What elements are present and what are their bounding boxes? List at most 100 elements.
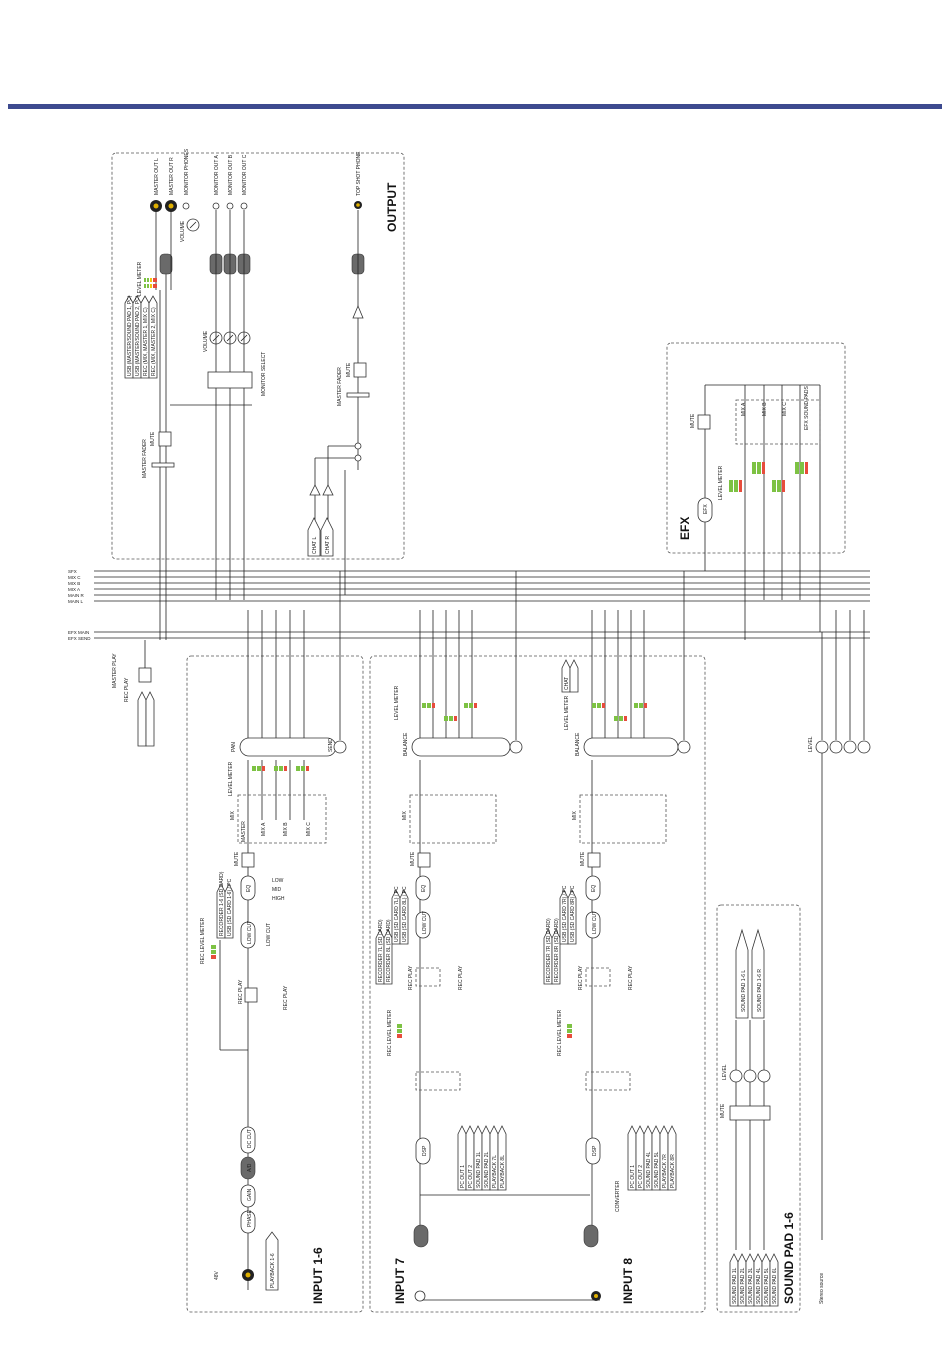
efx-send-block	[735, 399, 821, 445]
svg-text:HIGH: HIGH	[272, 896, 285, 902]
svg-text:REC (MIX, MASTER 1, MIX C): REC (MIX, MASTER 1, MIX C)	[143, 307, 149, 376]
phone-fader	[346, 392, 370, 398]
efx-wiring	[704, 384, 821, 640]
input16-mute	[241, 852, 255, 868]
svg-text:SEND: SEND	[328, 738, 334, 752]
svg-text:PLAYBACK 7L: PLAYBACK 7L	[492, 1155, 498, 1188]
sum-icon	[354, 454, 362, 462]
svg-text:LEVEL METER: LEVEL METER	[718, 465, 724, 500]
svg-text:MUTE: MUTE	[690, 413, 696, 428]
input7-low-cut	[415, 911, 431, 939]
input8-send-knob-icon	[677, 740, 691, 754]
svg-text:LEVEL METER: LEVEL METER	[564, 695, 570, 730]
input16-phase	[240, 1210, 256, 1234]
svg-text:MIX: MIX	[572, 810, 578, 820]
input8-ad	[583, 1224, 599, 1248]
svg-text:MUTE: MUTE	[410, 851, 416, 866]
label-master-out-r: MASTER OUT R	[169, 157, 175, 195]
input8-dsp	[585, 1137, 601, 1165]
label-monitor-out-a: MONITOR OUT A	[214, 155, 220, 195]
svg-text:CHAT L: CHAT L	[312, 536, 318, 554]
input16-ad	[240, 1156, 256, 1180]
svg-text:REC PLAY: REC PLAY	[124, 677, 130, 702]
knob-icon	[743, 1069, 757, 1083]
svg-text:SOUND PAD 3L: SOUND PAD 3L	[748, 1267, 754, 1304]
svg-text:REC PLAY: REC PLAY	[238, 979, 244, 1004]
input16-meters	[211, 766, 309, 959]
output-jack-labels: MASTER OUT L MASTER OUT R MONITOR PHONES…	[154, 148, 362, 242]
svg-text:SOUND PAD 4L: SOUND PAD 4L	[756, 1267, 762, 1304]
soundpad-mute-block	[729, 1105, 771, 1121]
svg-text:USB (SD CARD 8L) / PC: USB (SD CARD 8L) / PC	[402, 886, 408, 942]
svg-text:RECORDER 7R (SD CARD): RECORDER 7R (SD CARD)	[546, 918, 552, 982]
svg-text:SOUND PAD 5L: SOUND PAD 5L	[654, 1151, 660, 1188]
svg-text:LEVEL: LEVEL	[722, 1064, 728, 1080]
master-fader	[151, 462, 175, 468]
sum-icon	[354, 442, 362, 450]
svg-text:LOW CUT: LOW CUT	[592, 911, 598, 934]
knob-icon	[857, 740, 871, 754]
input7-jack-icon	[414, 1290, 426, 1302]
knob-icon	[843, 740, 857, 754]
input16-frame	[186, 655, 364, 1313]
svg-text:PLAYBACK 1-6: PLAYBACK 1-6	[270, 1253, 276, 1288]
amp-icon	[352, 304, 364, 319]
label-volume: VOLUME	[180, 220, 186, 242]
jack-icon	[226, 202, 234, 210]
svg-text:PC OUT 2: PC OUT 2	[468, 1165, 474, 1188]
svg-text:USB (MASTER/SOUND PAD 2, PC): USB (MASTER/SOUND PAD 2, PC)	[135, 295, 141, 376]
phone-mute-switch	[353, 362, 367, 378]
input16-dc-cut	[240, 1126, 256, 1154]
svg-text:RECORDER 1-6 (SD CARD): RECORDER 1-6 (SD CARD)	[219, 871, 225, 936]
label-master-out-l: MASTER OUT L	[154, 158, 160, 195]
svg-text:DSP: DSP	[422, 1145, 428, 1156]
soundpad-inputs: SOUND PAD 1L SOUND PAD 2L SOUND PAD 3L S…	[729, 1253, 779, 1307]
soundpad-wiring	[735, 1020, 765, 1250]
knob-icon	[729, 1069, 743, 1083]
svg-text:REC LEVEL METER: REC LEVEL METER	[557, 1009, 563, 1056]
level-knobs	[815, 610, 871, 1240]
svg-text:LEVEL METER: LEVEL METER	[228, 761, 234, 796]
knob-icon	[829, 740, 843, 754]
svg-text:CHAT: CHAT	[564, 677, 570, 690]
svg-text:RECORDER 8R (SD CARD): RECORDER 8R (SD CARD)	[554, 918, 560, 982]
svg-text:MUTE: MUTE	[234, 851, 240, 866]
label-monitor-out-c: MONITOR OUT C	[242, 154, 248, 195]
input8-mute	[587, 852, 601, 868]
svg-text:REC PLAY: REC PLAY	[628, 965, 634, 990]
svg-text:BALANCE: BALANCE	[403, 732, 409, 756]
svg-text:SOUND PAD 2L: SOUND PAD 2L	[740, 1267, 746, 1304]
knob-icon	[815, 740, 829, 754]
svg-text:PHASE: PHASE	[247, 1209, 253, 1227]
svg-text:MUTE: MUTE	[720, 1103, 726, 1118]
input16-pan-block	[239, 737, 337, 757]
svg-text:RECORDER 8L (SD CARD): RECORDER 8L (SD CARD)	[386, 919, 392, 982]
efx-level-meters	[729, 462, 808, 492]
monitor-select-block	[207, 371, 253, 389]
svg-text:MIX C: MIX C	[306, 822, 312, 836]
input7-send-knob-icon	[509, 740, 523, 754]
svg-text:REC LEVEL METER: REC LEVEL METER	[200, 917, 206, 964]
bus-label-efx-send: EFX SEND	[68, 636, 91, 641]
svg-text:BALANCE: BALANCE	[575, 732, 581, 756]
svg-text:MIX A: MIX A	[741, 402, 747, 416]
input7-mix-block	[409, 794, 497, 844]
svg-text:GAIN: GAIN	[247, 1188, 253, 1201]
svg-text:REC PLAY: REC PLAY	[578, 965, 584, 990]
bus-label-main-r: MAIN R	[68, 593, 85, 598]
section-title-input8: INPUT 8	[621, 1258, 635, 1304]
svg-text:EQ: EQ	[591, 885, 597, 892]
svg-text:REC PLAY: REC PLAY	[458, 965, 464, 990]
svg-text:DC CUT: DC CUT	[247, 1129, 253, 1148]
output-usb-sends: USB (MASTER/SOUND PAD 1, PC) USB (MASTER…	[124, 295, 158, 379]
section-title-input7: INPUT 7	[393, 1258, 407, 1304]
svg-text:MASTER FADER: MASTER FADER	[337, 367, 343, 406]
bus-label-mix-a: MIX A	[68, 587, 80, 592]
svg-text:USB (SD CARD 1-6) / PC: USB (SD CARD 1-6) / PC	[227, 878, 233, 936]
svg-text:MID: MID	[272, 887, 282, 893]
svg-text:USB (MASTER/SOUND PAD 1, PC): USB (MASTER/SOUND PAD 1, PC)	[127, 295, 133, 376]
section-title-output: OUTPUT	[385, 182, 399, 232]
svg-text:CONVERTER: CONVERTER	[615, 1180, 621, 1212]
section-title-input16: INPUT 1-6	[311, 1247, 325, 1304]
svg-text:CHAT R: CHAT R	[325, 535, 331, 554]
